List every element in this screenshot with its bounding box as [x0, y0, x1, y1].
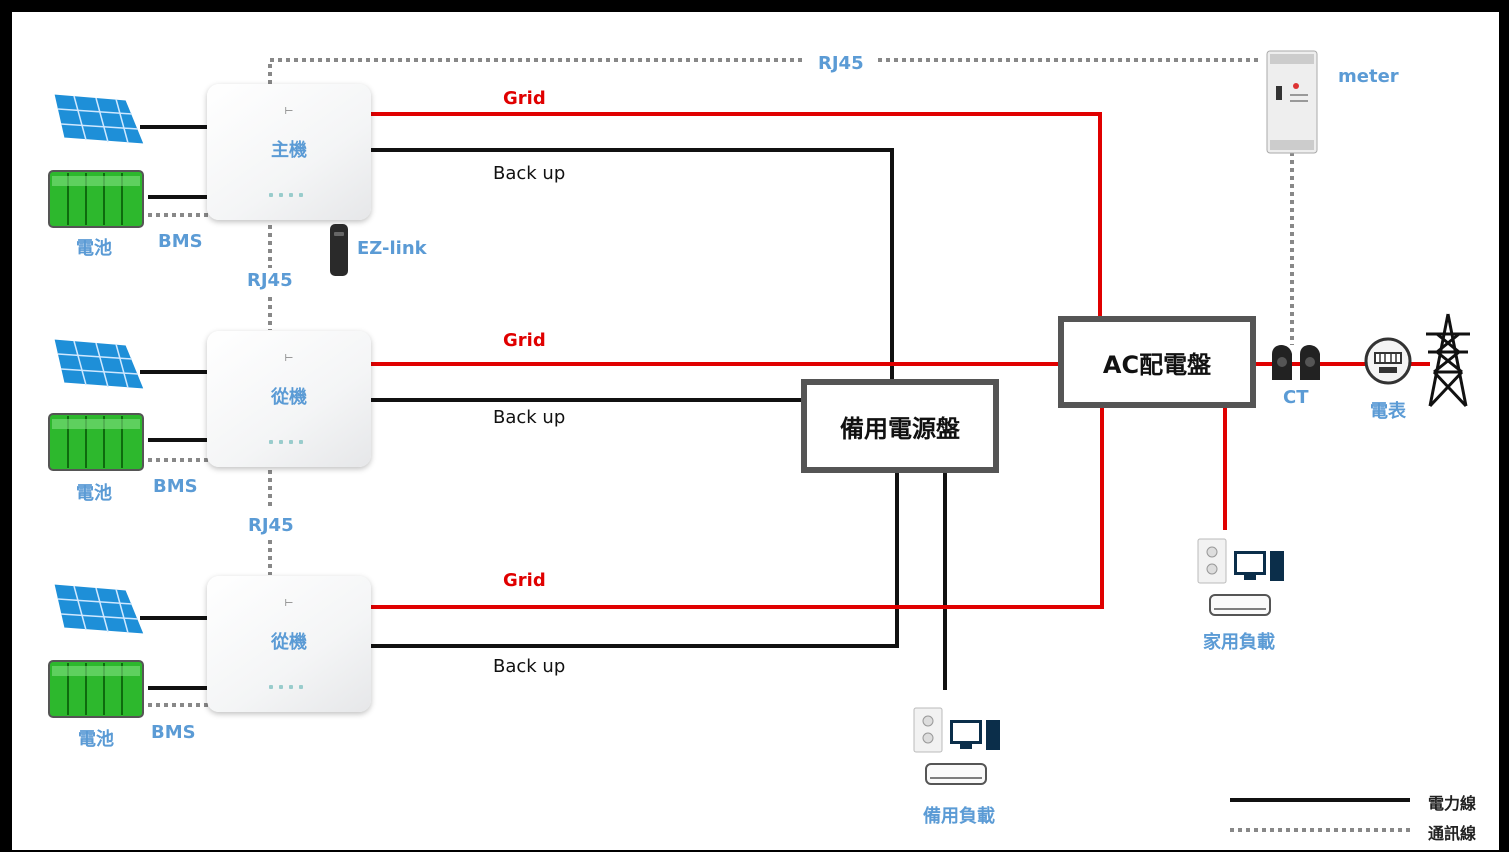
- battery-icon: [48, 660, 144, 718]
- grid-label: Grid: [503, 330, 546, 351]
- rj45-link-label: RJ45: [248, 515, 294, 536]
- legend-comm-label: 通訊線: [1428, 824, 1477, 843]
- meter-label: meter: [1338, 66, 1399, 87]
- battery-icon: [48, 170, 144, 228]
- backup-load-icon: [913, 707, 1000, 785]
- inverter-leds: [269, 429, 309, 444]
- battery-label: 電池: [76, 238, 112, 259]
- grid-line-1: [370, 112, 1102, 320]
- inverter-leds: [269, 182, 309, 197]
- home-load-label: 家用負載: [1203, 632, 1275, 653]
- rj45-bus-line-left: [268, 58, 805, 92]
- inverter-name: 從機: [271, 632, 307, 653]
- inverter-leds: [269, 674, 309, 689]
- bms-label: BMS: [151, 722, 196, 743]
- ct-clamp-icon: [1272, 345, 1320, 380]
- grid-label: Grid: [503, 88, 546, 109]
- inverter-logo: ⊢: [284, 598, 294, 609]
- backup-line-1: [370, 148, 894, 382]
- inverter-name: 從機: [271, 387, 307, 408]
- inverter-name: 主機: [271, 140, 307, 161]
- backup-load-label: 備用負載: [923, 806, 995, 827]
- smart-meter-icon: [1266, 50, 1318, 154]
- ac-panel-label: AC配電盤: [1102, 350, 1212, 379]
- ac-distribution-panel: AC配電盤: [1058, 316, 1256, 408]
- utility-meter-icon: [1364, 337, 1412, 385]
- inverter-master: ⊢ 主機: [207, 84, 371, 220]
- home-load-icon: [1197, 538, 1284, 616]
- backup-label: Back up: [493, 656, 566, 677]
- solar-panel-icon: [53, 93, 145, 145]
- backup-label: Back up: [493, 407, 566, 428]
- ct-label: CT: [1283, 387, 1309, 408]
- battery-label: 電池: [78, 729, 114, 750]
- solar-panel-icon: [53, 583, 145, 635]
- inverter-slave-1: ⊢ 從機: [207, 331, 371, 467]
- battery-label: 電池: [76, 483, 112, 504]
- backup-line-3: [370, 470, 899, 648]
- inverter-logo: ⊢: [284, 353, 294, 364]
- inverter-logo: ⊢: [284, 106, 294, 117]
- ezlink-label: EZ-link: [357, 238, 427, 259]
- power-tower-icon: [1426, 313, 1470, 408]
- inverter-slave-2: ⊢ 從機: [207, 576, 371, 712]
- grid-label: Grid: [503, 570, 546, 591]
- legend-power-label: 電力線: [1428, 794, 1477, 813]
- bms-label: BMS: [153, 476, 198, 497]
- rj45-bus-label: RJ45: [818, 53, 864, 74]
- bms-label: BMS: [158, 231, 203, 252]
- battery-icon: [48, 413, 144, 471]
- grid-line-3: [370, 405, 1104, 609]
- solar-panel-icon: [53, 338, 145, 390]
- backup-label: Back up: [493, 163, 566, 184]
- ezlink-dongle-icon: [330, 224, 348, 276]
- rj45-link-label: RJ45: [247, 270, 293, 291]
- utility-meter-label: 電表: [1370, 401, 1406, 422]
- backup-power-panel: 備用電源盤: [801, 379, 999, 473]
- backup-panel-label: 備用電源盤: [840, 414, 960, 443]
